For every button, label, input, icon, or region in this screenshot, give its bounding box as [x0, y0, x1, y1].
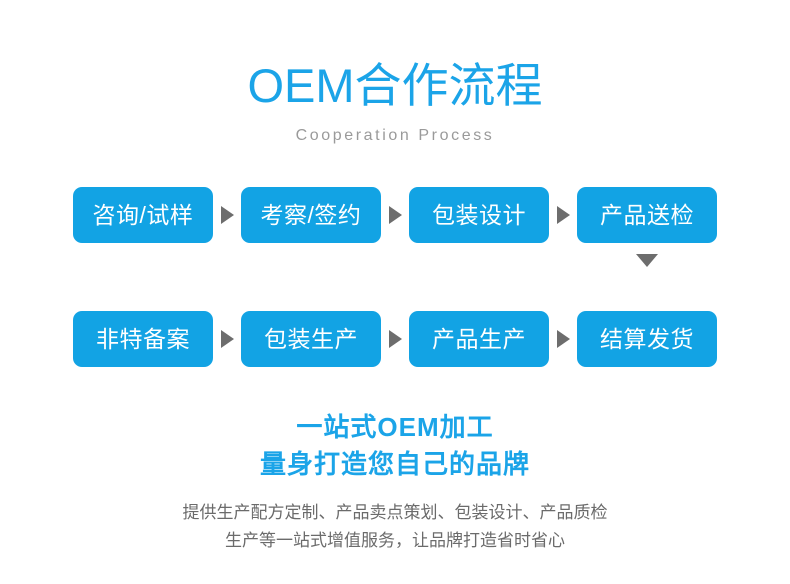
page-footer: 一站式OEM加工 量身打造您自己的品牌 提供生产配方定制、产品卖点策划、包装设计…	[0, 411, 790, 555]
page-header: OEM合作流程 Cooperation Process	[0, 0, 790, 147]
triangle-right-icon	[388, 330, 402, 348]
description-line-1: 提供生产配方定制、产品卖点策划、包装设计、产品质检	[182, 503, 608, 522]
triangle-right-icon	[220, 330, 234, 348]
process-step-packaging-production[interactable]: 包装生产	[241, 311, 381, 367]
process-step-product-production[interactable]: 产品生产	[409, 311, 549, 367]
process-row-2: 非特备案 包装生产 产品生产 结算发货	[73, 311, 717, 367]
triangle-right-icon	[556, 206, 570, 224]
page-subtitle: Cooperation Process	[295, 127, 495, 144]
triangle-right-icon	[220, 206, 234, 224]
process-step-product-testing[interactable]: 产品送检	[577, 187, 717, 243]
triangle-right-icon	[556, 330, 570, 348]
process-step-inspection-contract[interactable]: 考察/签约	[241, 187, 381, 243]
process-row-1: 咨询/试样 考察/签约 包装设计 产品送检	[73, 187, 717, 243]
process-step-packaging-design[interactable]: 包装设计	[409, 187, 549, 243]
process-step-consultation-sample[interactable]: 咨询/试样	[73, 187, 213, 243]
triangle-down-icon	[636, 253, 658, 267]
slogan-line-2: 量身打造您自己的品牌	[259, 449, 530, 479]
page-title: OEM合作流程	[247, 59, 543, 112]
process-flow-diagram: 咨询/试样 考察/签约 包装设计 产品送检 非特备案 包装生产 产品生产 结算发…	[0, 187, 790, 367]
process-row-connector	[73, 243, 717, 277]
triangle-right-icon	[388, 206, 402, 224]
process-step-settlement-shipping[interactable]: 结算发货	[577, 311, 717, 367]
slogan-line-1: 一站式OEM加工	[296, 412, 494, 442]
description-line-2: 生产等一站式增值服务，让品牌打造省时省心	[225, 531, 565, 550]
process-step-non-special-filing[interactable]: 非特备案	[73, 311, 213, 367]
